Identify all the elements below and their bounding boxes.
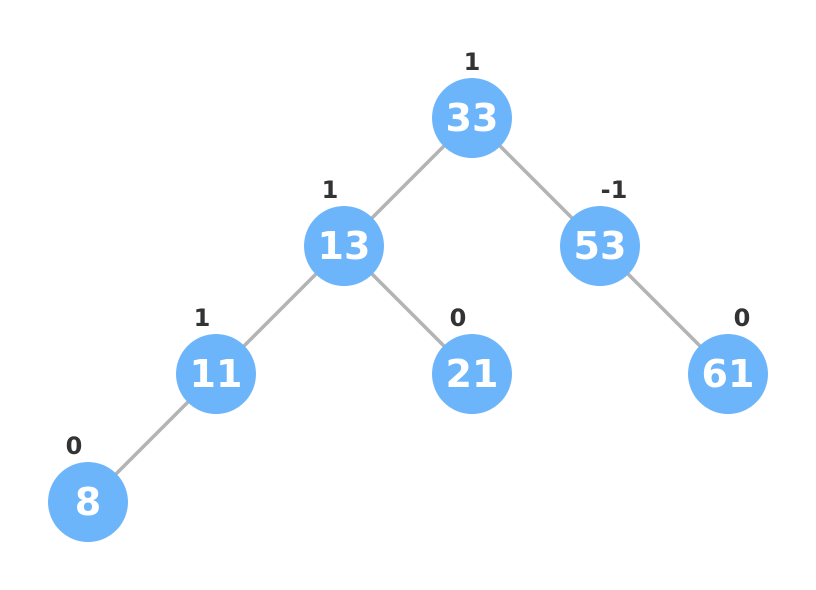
tree-node-53: 53 bbox=[560, 206, 640, 286]
balance-factor-label-53: -1 bbox=[601, 176, 628, 204]
node-circle bbox=[432, 78, 512, 158]
balance-factor-label-13: 1 bbox=[322, 176, 339, 204]
node-key-text: 53 bbox=[574, 224, 627, 268]
tree-node-21: 21 bbox=[432, 334, 512, 414]
node-key-text: 13 bbox=[318, 224, 371, 268]
tree-node-33: 33 bbox=[432, 78, 512, 158]
node-circle bbox=[304, 206, 384, 286]
node-key-text: 8 bbox=[75, 480, 101, 524]
node-key-text: 33 bbox=[446, 96, 499, 140]
balance-factor-label-61: 0 bbox=[734, 304, 751, 332]
balance-factor-label-8: 0 bbox=[66, 432, 83, 460]
tree-node-61: 61 bbox=[688, 334, 768, 414]
node-circle bbox=[176, 334, 256, 414]
edges-layer bbox=[86, 116, 730, 504]
node-key-text: 61 bbox=[702, 352, 755, 396]
tree-node-11: 11 bbox=[176, 334, 256, 414]
balance-factor-label-11: 1 bbox=[194, 304, 211, 332]
node-circle bbox=[432, 334, 512, 414]
node-circle bbox=[48, 462, 128, 542]
balance-factor-label-21: 0 bbox=[450, 304, 467, 332]
node-key-text: 11 bbox=[190, 352, 243, 396]
tree-node-8: 8 bbox=[48, 462, 128, 542]
node-key-text: 21 bbox=[446, 352, 499, 396]
node-circle bbox=[560, 206, 640, 286]
node-circle bbox=[688, 334, 768, 414]
tree-node-13: 13 bbox=[304, 206, 384, 286]
balance-factor-label-33: 1 bbox=[464, 48, 481, 76]
